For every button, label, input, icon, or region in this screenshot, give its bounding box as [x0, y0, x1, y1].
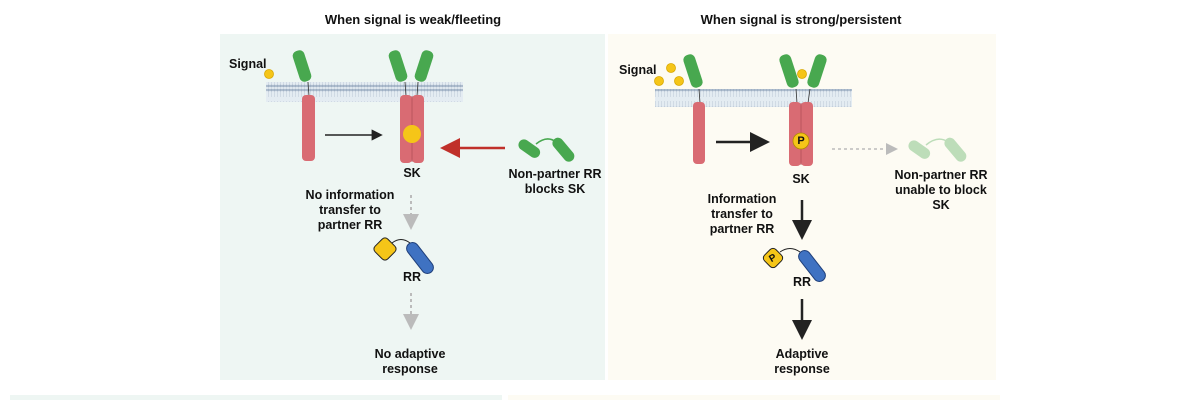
signal-molecule [654, 76, 664, 86]
line: Adaptive [775, 347, 829, 361]
phosphorylation-site [792, 132, 810, 150]
line: SK [932, 198, 950, 212]
weak-sk-label: SK [403, 166, 421, 180]
non-partner-rr-faded [908, 137, 967, 162]
sk-dimer [388, 50, 434, 163]
monomer-receptor [683, 54, 705, 164]
line: partner RR [317, 218, 383, 232]
line: response [382, 362, 438, 376]
membrane [266, 82, 463, 102]
line: No adaptive [374, 347, 446, 361]
weak-response-label: No adaptive response [360, 347, 460, 377]
line: No information [305, 188, 395, 202]
weak-signal-title: When signal is weak/fleeting [324, 12, 502, 27]
weak-non-partner-label: Non-partner RR blocks SK [495, 167, 615, 197]
line: response [774, 362, 830, 376]
strong-transfer-label: Information transfer to partner RR [692, 192, 792, 237]
strong-sk-label: SK [792, 172, 810, 186]
weak-rr-label: RR [402, 270, 422, 284]
non-partner-rr [518, 137, 575, 162]
partner-rr [373, 237, 434, 274]
bound-signal [797, 69, 807, 79]
weak-transfer-label: No information transfer to partner RR [300, 188, 400, 233]
strong-response-label: Adaptive response [752, 347, 852, 377]
bottom-strip-right [508, 395, 1000, 400]
weak-diagram [264, 50, 575, 330]
strong-non-partner-label: Non-partner RR unable to block SK [881, 168, 1001, 213]
blocked-site [403, 125, 421, 143]
bottom-strip-left [10, 395, 502, 400]
line: transfer to [711, 207, 773, 221]
line: Non-partner RR [894, 168, 988, 182]
sk-dimer [779, 54, 827, 166]
sk-phospho-label: P [797, 135, 805, 147]
partner-rr-phosphorylated [762, 247, 826, 282]
signal-molecule [264, 69, 274, 79]
signal-molecule [666, 63, 676, 73]
membrane [655, 89, 852, 107]
weak-signal-label: Signal [229, 57, 267, 71]
strong-rr-label: RR [792, 275, 812, 289]
strong-diagram [654, 54, 967, 340]
line: partner RR [709, 222, 775, 236]
line: blocks SK [524, 182, 586, 196]
line: transfer to [319, 203, 381, 217]
line: Non-partner RR [508, 167, 602, 181]
line: unable to block [895, 183, 987, 197]
strong-signal-title: When signal is strong/persistent [700, 12, 902, 27]
signal-molecule [674, 76, 684, 86]
line: Information [707, 192, 777, 206]
strong-signal-label: Signal [619, 63, 657, 77]
monomer-receptor [292, 50, 315, 161]
